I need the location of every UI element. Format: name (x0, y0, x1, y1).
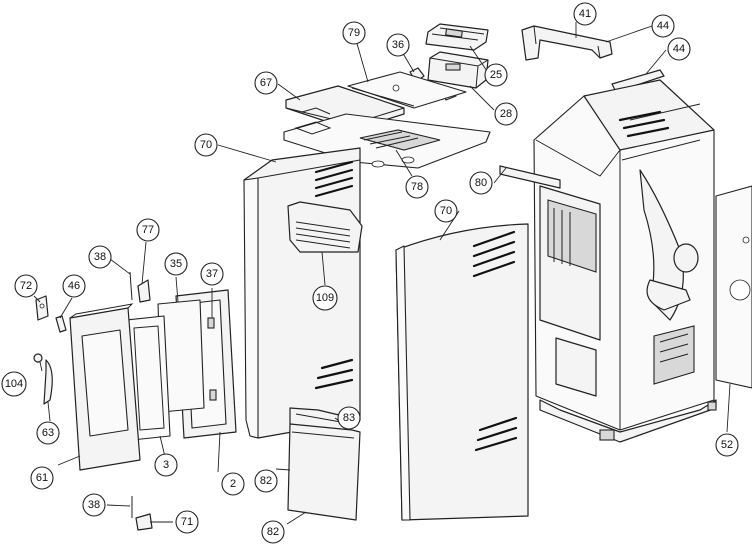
callout-label: 37 (206, 268, 218, 280)
callout-label: 82 (260, 475, 272, 487)
callout-label: 3 (163, 459, 169, 471)
callout-label: 63 (42, 427, 54, 439)
callout-label: 41 (579, 8, 591, 20)
callout-label: 77 (142, 224, 154, 236)
part-82-lower-front (287, 423, 361, 521)
part-61-door (69, 303, 141, 471)
stove-body (533, 79, 717, 443)
callout-c36: 36 (386, 33, 410, 57)
callout-label: 78 (411, 181, 423, 193)
callout-label: 2 (230, 478, 236, 490)
callout-label: 83 (343, 412, 355, 424)
callout-label: 38 (88, 499, 100, 511)
callout-c44b: 44 (667, 37, 691, 61)
callout-c52: 52 (715, 433, 739, 457)
callout-c78: 78 (405, 175, 429, 199)
callout-c3: 3 (154, 453, 178, 477)
part-63-handle (43, 359, 53, 405)
part-70-left-side-panel (243, 147, 361, 439)
callout-c72: 72 (14, 274, 38, 298)
callout-c25: 25 (484, 63, 508, 87)
callout-c37: 37 (200, 262, 224, 286)
callout-c38a: 38 (88, 245, 112, 269)
callout-label: 72 (20, 280, 32, 292)
part-3-gasket (125, 315, 171, 441)
part-109-grille (287, 201, 363, 253)
callout-c38b: 38 (82, 493, 106, 517)
callout-label: 46 (68, 280, 80, 292)
callout-c28: 28 (494, 102, 518, 126)
callout-c44a: 44 (651, 14, 675, 38)
callout-c79: 79 (342, 21, 366, 45)
callout-label: 25 (490, 69, 502, 81)
part-79-top-plate (347, 71, 467, 109)
part-46-catch (55, 315, 67, 333)
callout-label: 109 (316, 292, 334, 304)
callout-c63: 63 (36, 421, 60, 445)
callout-c83: 83 (337, 406, 361, 430)
part-72-latch (35, 295, 49, 321)
part-52-back-panel (715, 185, 752, 389)
callout-label: 35 (170, 258, 182, 270)
callout-c77: 77 (136, 218, 160, 242)
part-41-bracket (521, 25, 613, 61)
callout-label: 80 (475, 177, 487, 189)
part-38-pin-top (129, 271, 133, 301)
callout-label: 104 (5, 378, 23, 390)
callout-label: 28 (500, 108, 512, 120)
callout-c35: 35 (164, 252, 188, 276)
callout-label: 82 (267, 526, 279, 538)
callout-c70a: 70 (194, 133, 218, 157)
callout-c82a: 82 (254, 469, 278, 493)
part-77-hinge (137, 279, 151, 303)
part-104-knob (33, 353, 43, 363)
callout-c104: 104 (1, 371, 27, 397)
callout-c2: 2 (221, 472, 245, 496)
callout-c46: 46 (62, 274, 86, 298)
callout-label: 79 (348, 27, 360, 39)
callout-label: 70 (440, 205, 452, 217)
callout-c71: 71 (175, 510, 199, 534)
callout-c109: 109 (312, 285, 338, 311)
callout-label: 71 (181, 516, 193, 528)
callout-label: 38 (94, 251, 106, 263)
part-80-rail (499, 165, 561, 189)
callout-label: 44 (673, 43, 685, 55)
callout-label: 36 (392, 39, 404, 51)
callout-c67: 67 (254, 71, 278, 95)
callout-label: 52 (721, 439, 733, 451)
callout-label: 67 (260, 77, 272, 89)
callout-c41: 41 (573, 2, 597, 26)
callout-label: 70 (200, 139, 212, 151)
part-28-box (427, 51, 489, 89)
callout-c80: 80 (469, 171, 493, 195)
part-25-top-tray (425, 23, 489, 51)
callout-label: 44 (657, 20, 669, 32)
part-71-lower-hinge (135, 513, 153, 531)
callout-c82b: 82 (261, 520, 285, 544)
part-70-right-side-panel (395, 223, 529, 521)
callout-c70b: 70 (434, 199, 458, 223)
callout-label: 61 (36, 472, 48, 484)
callout-c61: 61 (30, 466, 54, 490)
